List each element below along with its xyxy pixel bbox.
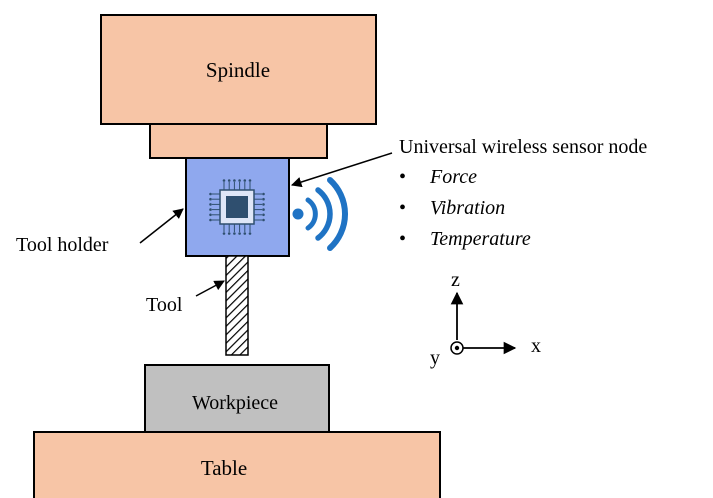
sensor-item-vibration: Vibration <box>430 197 505 219</box>
tool-callout: Tool <box>146 280 225 316</box>
tool <box>225 255 249 356</box>
coordinate-axes: z x y <box>430 269 541 369</box>
tool-holder-callout: Tool holder <box>16 208 184 256</box>
tool-label: Tool <box>146 294 183 316</box>
workpiece-label: Workpiece <box>192 392 278 414</box>
sensor-item-bullet: • <box>399 197 406 219</box>
y-axis-label: y <box>430 347 440 369</box>
workpiece: Workpiece <box>144 364 330 433</box>
tool-holder-label: Tool holder <box>16 234 109 256</box>
spindle-neck <box>149 123 328 159</box>
spindle-label: Spindle <box>206 58 270 82</box>
tool-holder-arrow <box>139 208 184 244</box>
microchip-icon <box>209 179 265 235</box>
sensor-item-bullet: • <box>399 166 406 188</box>
spindle-body <box>100 14 377 125</box>
sensor-item-temperature: Temperature <box>430 228 531 250</box>
table-body <box>33 431 441 498</box>
wireless-signal-icon <box>292 177 349 251</box>
sensor-node-label: Universal wireless sensor node <box>399 136 647 158</box>
sensor-node-arrow <box>290 152 393 188</box>
tool-arrow <box>195 280 225 297</box>
sensor-item-list: • Force • Vibration • Temperature <box>399 166 531 250</box>
table-label: Table <box>201 456 247 480</box>
tool-holder <box>185 157 290 257</box>
z-axis-label: z <box>451 269 460 291</box>
workpiece-body <box>144 364 330 433</box>
sensor-item-bullet: • <box>399 228 406 250</box>
table: Table <box>33 431 441 498</box>
x-axis-label: x <box>531 335 541 357</box>
spindle: Spindle <box>100 14 377 159</box>
sensor-item-force: Force <box>429 166 477 188</box>
sensor-node-callout: Universal wireless sensor node • Force •… <box>290 136 647 250</box>
